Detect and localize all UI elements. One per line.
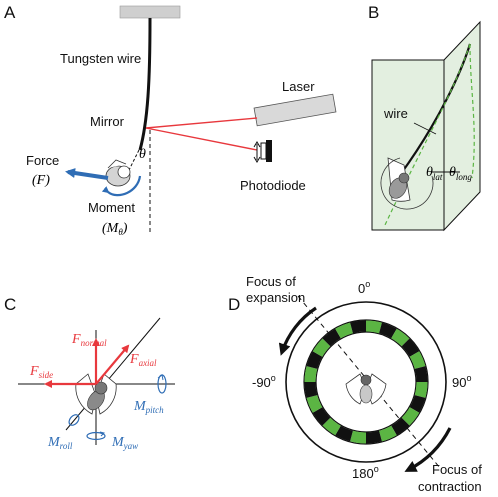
stripe-segment [409, 394, 426, 413]
fly-d [345, 373, 387, 405]
wire-mount [119, 5, 181, 19]
wire-label: wire [383, 106, 408, 121]
focus-contraction-line1: Focus of [432, 462, 482, 477]
moment-arrow [101, 175, 142, 197]
stripe-segment [335, 425, 354, 442]
side-plane [443, 20, 481, 232]
panel-d: D Focus of expansion 0o -90o 90o 180o Fo… [228, 274, 482, 494]
yaw-rotation-icon [86, 431, 106, 441]
mirror-label: Mirror [90, 114, 125, 129]
stripe-segment [365, 430, 382, 444]
m-pitch-label: Mpitch [133, 399, 164, 415]
stripe-segment [350, 320, 367, 334]
theta-long-label: θlong [449, 165, 472, 182]
stripe-segment [335, 322, 354, 339]
force-label: Force [26, 153, 59, 168]
stripe-segment [350, 430, 367, 444]
stripe-segment [378, 425, 397, 442]
laser [253, 93, 337, 127]
deflection-line [127, 149, 140, 173]
laser-label: Laser [282, 79, 315, 94]
panel-b: B wire θlat θlong [368, 3, 481, 232]
focus-expansion-line1: Focus of [246, 274, 296, 289]
outer-ring [285, 301, 447, 463]
ring-outline-outer [303, 319, 429, 445]
photodiode-label: Photodiode [240, 178, 306, 193]
stripe-ring [304, 320, 428, 444]
stripe-segment [365, 320, 382, 334]
stripe-segment [322, 417, 341, 436]
roll-rotation-icon [68, 414, 80, 426]
contraction-arrow [404, 427, 452, 472]
deg-0-label: 0o [358, 279, 370, 296]
expansion-arrow [278, 306, 317, 356]
panel-a-label: A [4, 3, 16, 22]
stripe-segment [304, 366, 318, 383]
panel-a: A Tungsten wire Laser Mirror Photodiode … [4, 3, 337, 237]
panel-c-label: C [4, 295, 16, 314]
force-arrow [65, 168, 109, 180]
back-plane [371, 59, 445, 231]
f-axial-arrow [95, 344, 130, 385]
laser-beam-incident [145, 117, 258, 129]
stripe-segment [378, 322, 397, 339]
ring-outline-inner [315, 331, 417, 433]
panel-c: C Fnormal Faxial Fside Mpitch Mroll Myaw [4, 295, 175, 451]
f-axial-label: Faxial [129, 352, 157, 368]
theta-label: θ [139, 147, 146, 162]
panel-b-label: B [368, 3, 379, 22]
photodiode [253, 140, 272, 163]
theta-lat-label: θlat [426, 165, 443, 182]
stripe-segment [401, 407, 420, 426]
stripe-segment [414, 366, 428, 383]
stripe-segment [391, 328, 410, 347]
deg-neg90-label: -90o [252, 373, 276, 390]
force-symbol: (F) [32, 173, 50, 188]
deg-180-label: 180o [352, 464, 379, 481]
stripe-segment [306, 351, 323, 370]
m-roll-label: Mroll [47, 435, 73, 451]
stripe-segment [391, 417, 410, 436]
stripe-segment [401, 338, 420, 357]
fly-b [380, 157, 434, 210]
stripe-segment [414, 381, 428, 398]
deg-90-label: 90o [452, 373, 471, 390]
stripe-segment [304, 381, 318, 398]
tungsten-wire [138, 17, 152, 151]
stripe-segment [409, 351, 426, 370]
m-yaw-label: Myaw [111, 435, 138, 451]
stripe-segment [322, 328, 341, 347]
focus-expansion-line2: expansion [246, 290, 305, 305]
tungsten-wire-label: Tungsten wire [60, 51, 141, 66]
stripe-segment [312, 407, 331, 426]
body-axis [65, 317, 161, 431]
moment-symbol: (Mθ) [102, 221, 128, 237]
panel-d-label: D [228, 295, 240, 314]
f-side-label: Fside [29, 364, 53, 380]
laser-beam-reflected [145, 127, 258, 151]
stripe-segment [306, 394, 323, 413]
fly-a [105, 159, 131, 187]
f-normal-label: Fnormal [71, 332, 107, 348]
focus-contraction-line2: contraction [418, 479, 482, 494]
wire-pointer [413, 122, 437, 135]
moment-label: Moment [88, 200, 135, 215]
longitudinal-projection [469, 43, 475, 179]
stripe-segment [312, 338, 331, 357]
